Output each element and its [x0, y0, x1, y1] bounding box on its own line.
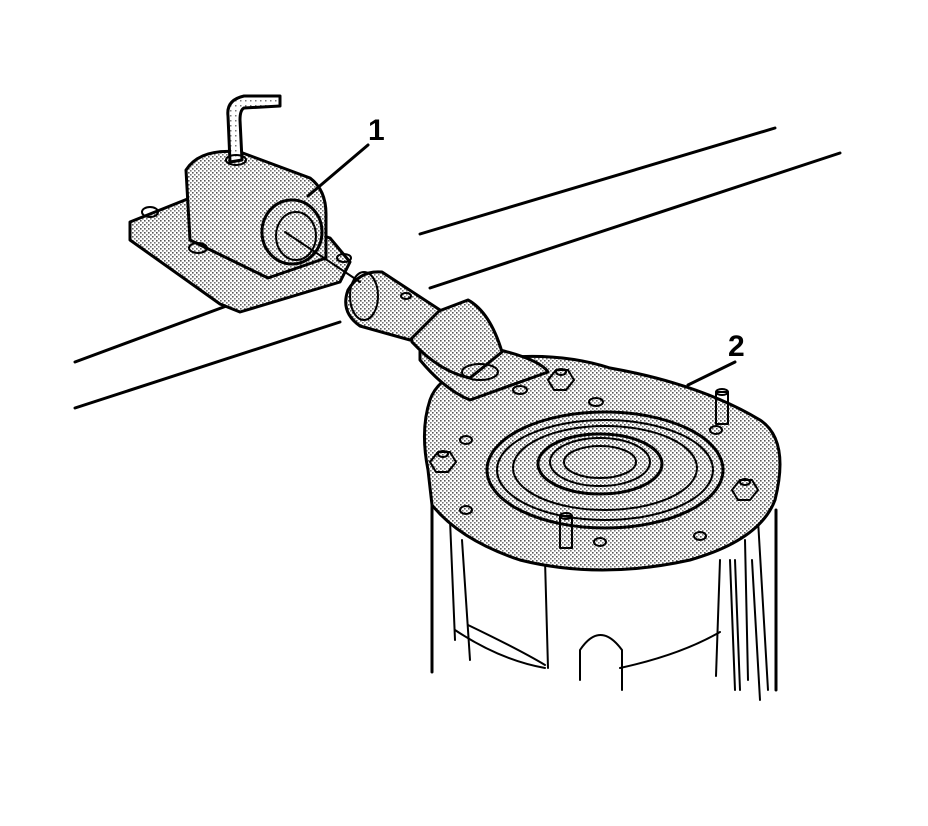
transmission-case: [430, 498, 778, 701]
alignment-line: [284, 231, 361, 283]
leader-lines: [306, 143, 737, 387]
fixture-block: [128, 94, 352, 314]
callout-2: 2: [728, 330, 745, 363]
leader-line-1: [306, 143, 370, 198]
callout-1: 1: [368, 114, 385, 147]
flange-plate: [422, 354, 782, 572]
adapter-arm: [344, 270, 550, 402]
leader-line-2: [686, 360, 737, 387]
flange-fasteners: [429, 368, 759, 549]
